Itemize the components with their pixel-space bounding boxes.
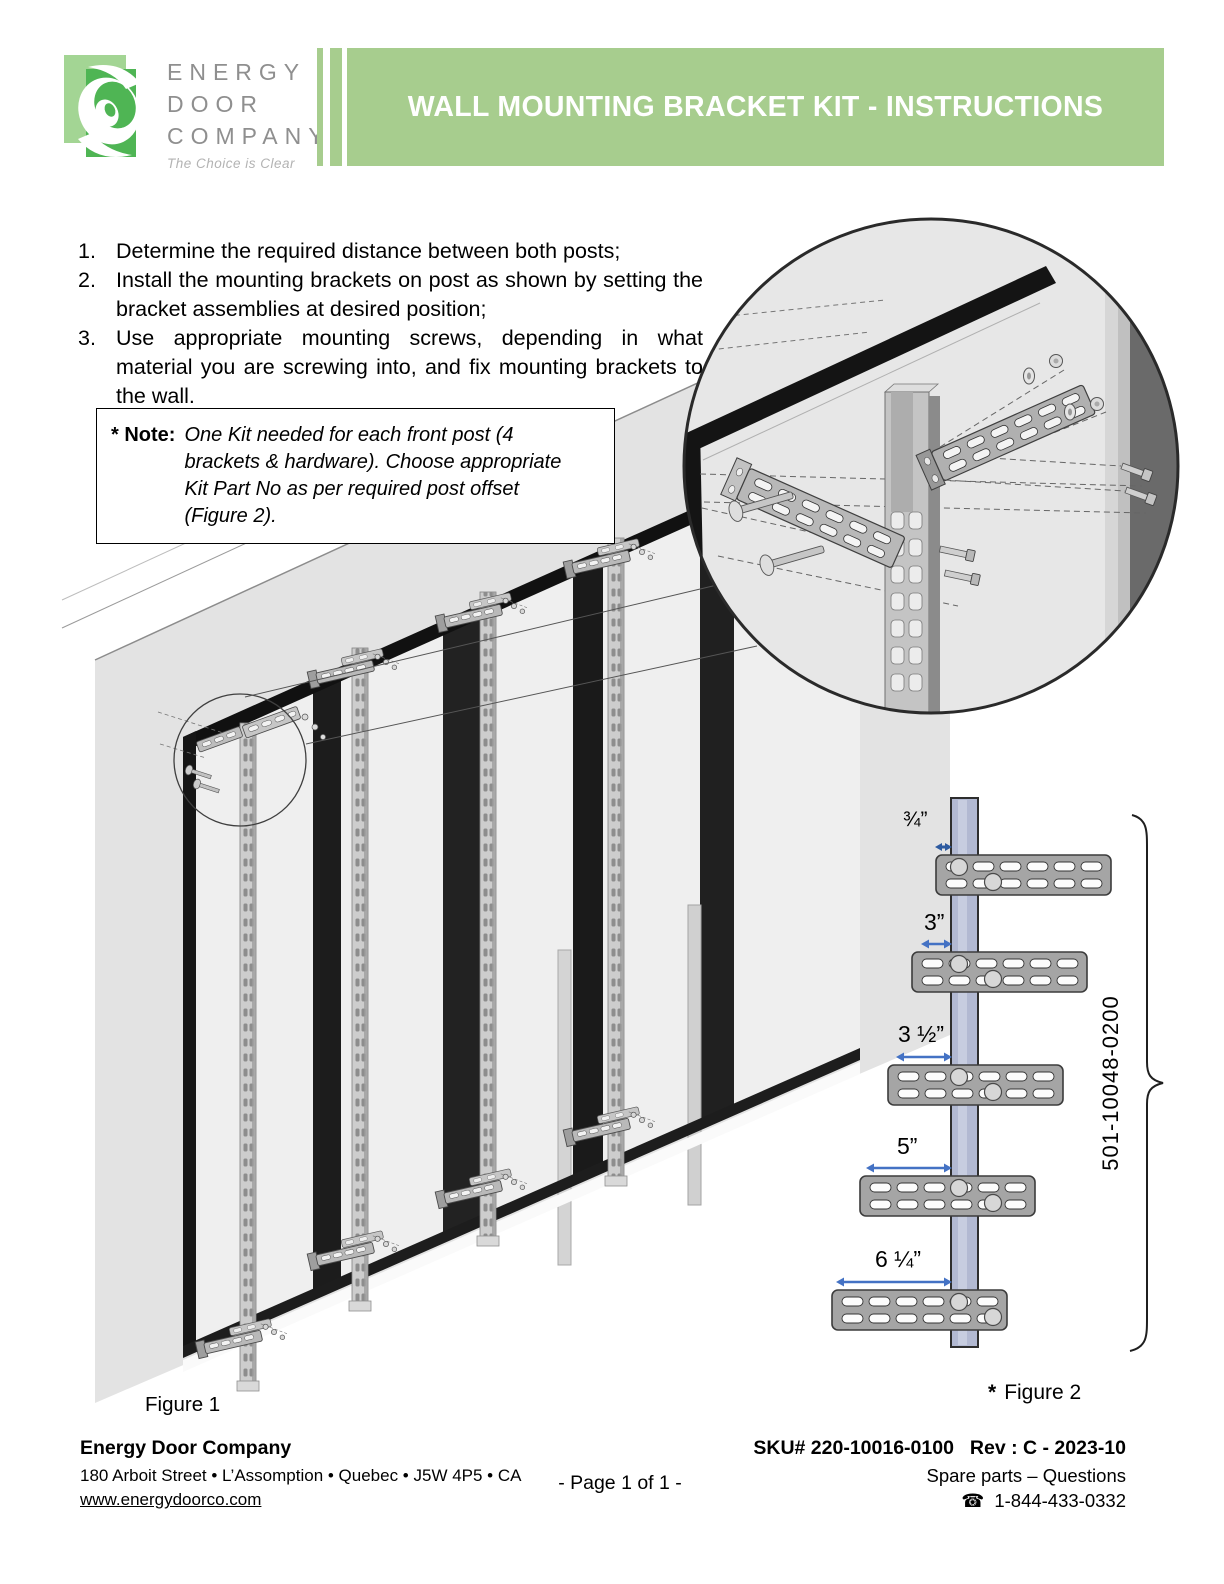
figure2-illustration: ¾” 3” 3 ½” 5” 6 ¼” 501-10048-0200 * Figur… xyxy=(831,797,1164,1404)
mounting-post xyxy=(236,722,260,1392)
energy-door-logo xyxy=(64,55,140,157)
callout-leader-line xyxy=(244,584,718,698)
logo-text-energy: ENERGY xyxy=(167,59,307,85)
slotted-bracket xyxy=(915,384,1096,491)
door-stile xyxy=(573,563,603,1182)
footer-company-name: Energy Door Company xyxy=(80,1437,292,1459)
callout-leader-line xyxy=(305,645,758,745)
footer-revision: Rev : C - 2023-10 xyxy=(969,1437,1126,1459)
dimension-arrow xyxy=(935,843,952,851)
footer-phone-number: 1-844-433-0332 xyxy=(994,1490,1126,1511)
instruction-text: Determine the required distance between … xyxy=(116,239,621,263)
detail-callout-circle xyxy=(173,693,307,827)
instruction-item: 3. Use appropriate mounting screws, depe… xyxy=(78,324,704,411)
figure2-caption: * Figure 2 xyxy=(988,1381,1081,1404)
banner-stripe xyxy=(317,48,323,166)
phone-icon: ☎ xyxy=(961,1490,985,1511)
figure1-caption: Figure 1 xyxy=(145,1393,220,1416)
note-text: One Kit needed for each front post (4 br… xyxy=(184,424,562,527)
bracket-bolts xyxy=(949,857,1003,1327)
dimension-arrow xyxy=(896,1052,952,1062)
hex-screw xyxy=(938,545,976,562)
offset-bracket xyxy=(911,951,1088,993)
instruction-text: Use appropriate mounting screws, dependi… xyxy=(116,326,703,408)
door-edge xyxy=(1130,219,1178,713)
instruction-item: 2. Install the mounting brackets on post… xyxy=(78,266,704,324)
offset-bracket xyxy=(859,1175,1036,1217)
door-handle xyxy=(557,949,572,1266)
note-label: * Note: xyxy=(111,424,176,446)
footer-sku-block: SKU# 220-10016-0100 Rev : C - 2023-10 Spa… xyxy=(753,1437,1126,1512)
page-title: WALL MOUNTING BRACKET KIT - INSTRUCTIONS xyxy=(407,90,1104,123)
door-header-band xyxy=(684,266,1056,453)
title-banner: WALL MOUNTING BRACKET KIT - INSTRUCTIONS xyxy=(347,48,1164,166)
offset-label: 3 ½” xyxy=(898,1021,944,1047)
carriage-bolt xyxy=(759,545,825,576)
instruction-number: 1. xyxy=(78,239,96,263)
footer-company-block: Energy Door Company 180 Arboit Street • … xyxy=(80,1437,521,1510)
mounting-post xyxy=(604,537,628,1187)
footer-website-link[interactable]: www.energydoorco.com xyxy=(80,1490,262,1509)
logo-text-company: COMPANY xyxy=(167,123,331,149)
note-box: * Note: One Kit needed for each front po… xyxy=(96,408,615,544)
instruction-number: 3. xyxy=(78,326,96,350)
detail-zoom-view xyxy=(682,217,1180,715)
dimension-arrow xyxy=(866,1163,952,1173)
footer-sku: SKU# 220-10016-0100 xyxy=(753,1437,954,1459)
detail-circle-ring xyxy=(682,217,1180,715)
slotted-bracket xyxy=(720,457,905,568)
banner-stripe xyxy=(330,48,342,166)
instruction-number: 2. xyxy=(78,268,96,292)
logo-tagline: The Choice is Clear xyxy=(167,156,296,171)
door-left-jamb xyxy=(183,731,196,1352)
instruction-text: Install the mounting brackets on post as… xyxy=(116,268,703,321)
offset-label: 5” xyxy=(897,1133,917,1159)
logo-wordmark: ENERGY DOOR COMPANY The Choice is Clear xyxy=(167,56,331,171)
grouping-brace xyxy=(1129,814,1164,1352)
logo-text-door: DOOR xyxy=(167,91,264,117)
door-stile xyxy=(443,615,487,1238)
instructions-list: 1. Determine the required distance betwe… xyxy=(78,237,704,411)
footer-address: 180 Arboit Street • L’Assomption • Quebe… xyxy=(80,1466,522,1485)
exploded-bracket-assembly xyxy=(157,706,326,794)
offset-label: 3” xyxy=(924,909,944,935)
dimension-arrow xyxy=(921,939,952,949)
hex-screw xyxy=(1120,462,1154,482)
door-handle xyxy=(687,904,702,1206)
offset-bracket xyxy=(887,1064,1064,1106)
figure2-caption-star: * xyxy=(988,1381,997,1404)
carriage-bolt xyxy=(728,491,794,522)
footer-spare-parts: Spare parts – Questions xyxy=(926,1465,1127,1486)
logo-swirl-icon xyxy=(78,65,140,157)
kit-part-number: 501-10048-0200 xyxy=(1098,995,1123,1170)
mounting-post xyxy=(348,647,372,1312)
offset-label: ¾” xyxy=(903,808,928,831)
dimension-arrow xyxy=(836,1277,952,1287)
door-stile xyxy=(313,680,341,1294)
hex-screw xyxy=(943,569,981,586)
offset-bracket xyxy=(831,1289,1008,1331)
instruction-item: 1. Determine the required distance betwe… xyxy=(78,237,704,266)
footer-page-number: - Page 1 of 1 - xyxy=(558,1472,682,1494)
mounting-post xyxy=(476,591,500,1247)
offset-label: 6 ¼” xyxy=(875,1246,921,1272)
hex-screw xyxy=(1124,486,1158,506)
figure2-caption-text: Figure 2 xyxy=(1004,1381,1081,1404)
door-stile xyxy=(700,504,734,1128)
